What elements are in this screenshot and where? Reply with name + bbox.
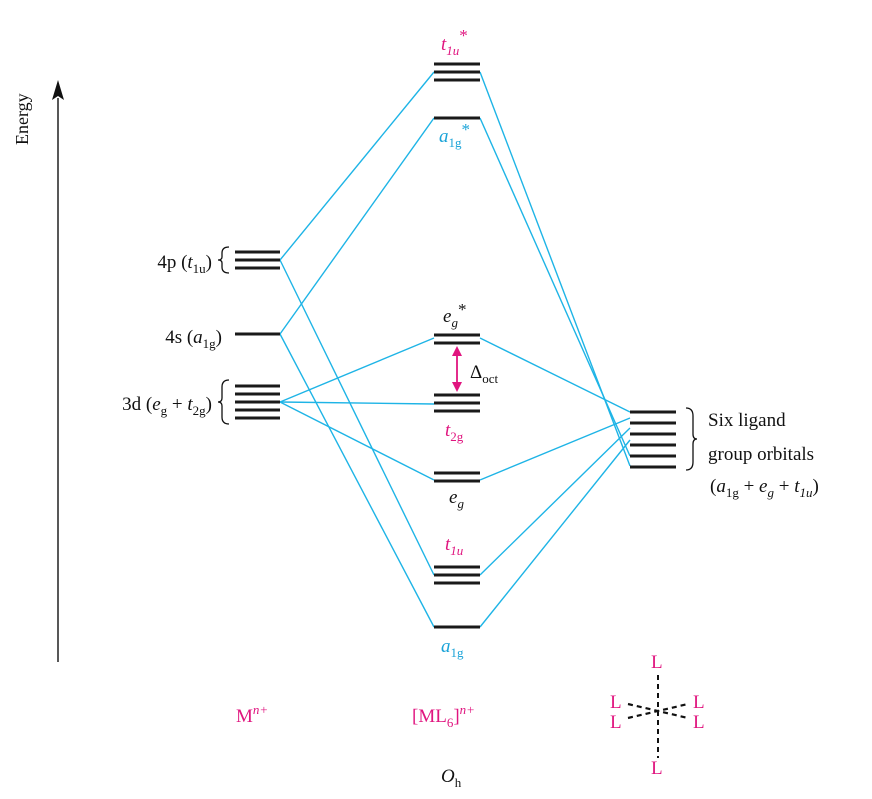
connector [279,259,435,576]
label-4s: 4s (a1g) [165,327,222,351]
level-t1u [434,565,480,585]
energy-arrow-head [52,80,64,100]
level-eg [434,471,480,483]
brace-3d [217,379,230,425]
label-t1u: t1u [445,534,464,558]
ligand-L-right-up: L [693,692,705,713]
label-3d: 3d (eg + t2g) [122,394,212,418]
connector [479,417,631,481]
label-eg: eg [449,487,464,511]
ligand-L-bottom: L [651,758,663,779]
label-t2g: t2g [445,420,464,444]
connector [279,337,435,403]
point-group-label: Oh [441,766,462,790]
ligand-L-left-up: L [610,692,622,713]
complex-formula: [ML6]n+ [412,702,475,730]
ligand-group-levels [630,410,676,469]
ligand-label-line2: group orbitals [708,444,814,465]
connector [479,439,631,628]
label-eg-star: eg* [443,300,466,330]
label-4p: 4p (t1u) [157,252,212,276]
connector [279,117,435,335]
delta-oct-arrow [452,346,462,392]
connector-lines [279,71,631,628]
connector [479,117,631,457]
connector [279,333,435,628]
level-t2g [434,393,480,413]
energy-axis-label: Energy [12,93,32,145]
delta-oct-label: Δoct [470,362,498,386]
ligand-L-left-down: L [610,712,622,733]
metal-formula: Mn+ [236,702,268,727]
connector [479,427,631,576]
label-a1g-star: a1g* [439,120,470,150]
connector [279,401,435,481]
metal-3d-level [235,384,280,420]
connector [279,401,435,405]
brace-ligand [685,407,698,471]
metal-4p-level [235,250,280,270]
connector [279,71,435,261]
ligand-label-combo: (a1g + eg + t1u) [710,476,819,500]
level-t1u-star [434,62,480,82]
label-a1g: a1g [441,636,464,660]
level-eg-star [434,333,480,345]
octahedral-sketch: L L L L L L [610,652,705,779]
brace-4p [217,246,230,274]
ligand-L-right-down: L [693,712,705,733]
connector [479,337,631,413]
ligand-L-top: L [651,652,663,673]
energy-axis: Energy [12,80,64,662]
ligand-label-line1: Six ligand [708,410,786,431]
label-t1u-star: t1u* [441,26,468,58]
